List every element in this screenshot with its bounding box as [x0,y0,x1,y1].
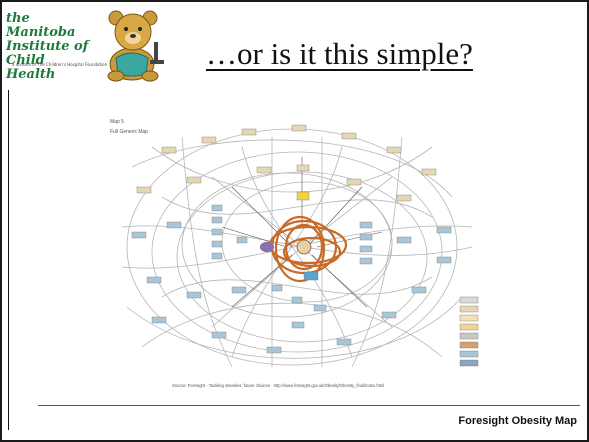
logo-line-2: Institute of [6,39,89,54]
logo-line-3: Child Health [6,53,56,82]
slide-footer: Foresight Obesity Map [458,415,577,427]
footer-rule [38,405,580,406]
map-edges [121,128,473,368]
teddy-bear-icon [107,10,164,82]
map-source: Source: Foresight - Tackling obesities: … [172,383,384,388]
left-rule [8,90,9,430]
map-heading: Map 5 [110,119,124,125]
map-subheading: Full Generic Map [110,129,148,135]
logo-line-1: the Manitoba [6,11,76,40]
logo-wordmark: the Manitoba Institute of Child Health [6,12,98,82]
logo-subline: a division of The Children's Hospital Fo… [12,62,108,67]
map-nodes [131,124,452,354]
slide-title: …or is it this simple? [206,36,473,71]
obesity-system-map: Map 5 Full Generic Map [92,107,497,397]
institute-logo: the Manitoba Institute of Child Health a… [6,8,176,82]
map-legend [459,296,479,367]
